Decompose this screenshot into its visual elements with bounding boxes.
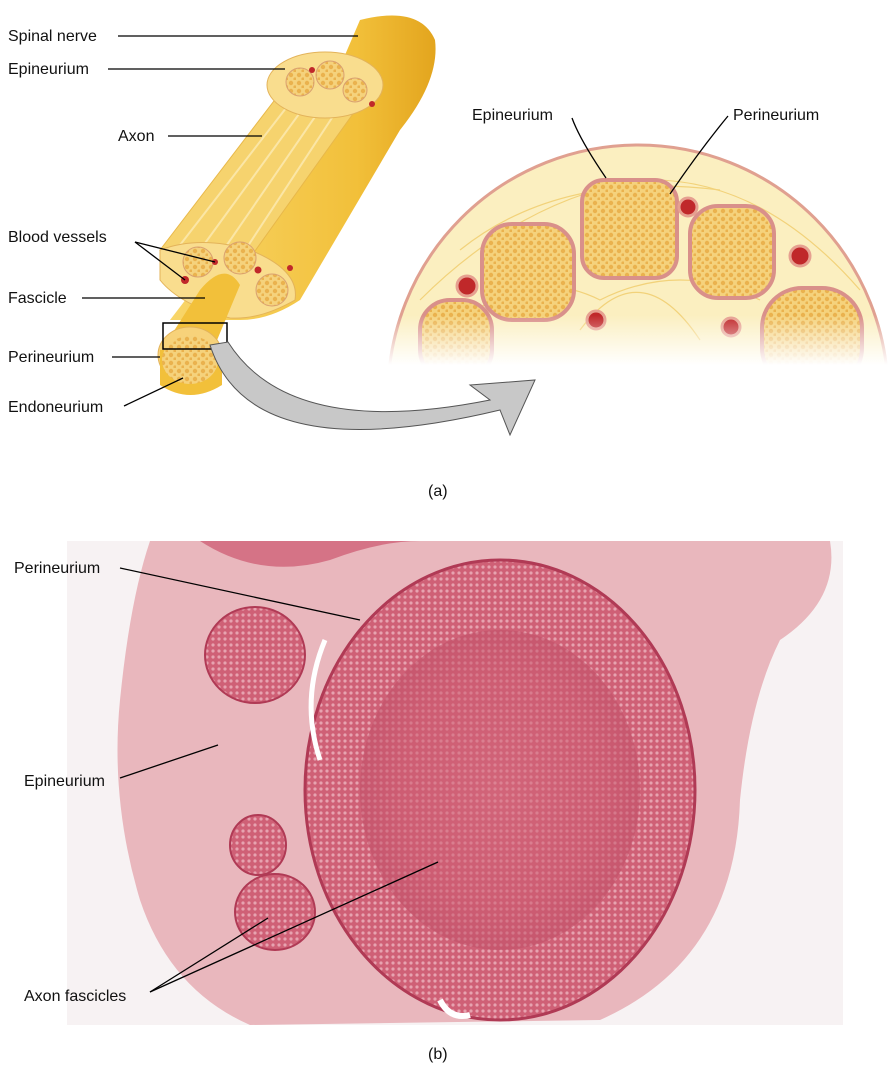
- nerve-micrograph: [67, 541, 843, 1025]
- nerve-cross-section-zoom: [380, 143, 895, 365]
- label-b-epineurium: Epineurium: [24, 773, 105, 790]
- caption-b: (b): [428, 1046, 448, 1063]
- magnify-arrow: [209, 341, 536, 437]
- label-endoneurium: Endoneurium: [8, 399, 103, 416]
- label-axon: Axon: [118, 128, 154, 145]
- label-perineurium: Perineurium: [8, 349, 94, 366]
- label-zoom-epineurium: Epineurium: [472, 107, 553, 124]
- label-fascicle: Fascicle: [8, 290, 67, 307]
- label-epineurium: Epineurium: [8, 61, 89, 78]
- magnified-region-box: [162, 322, 228, 350]
- label-spinal-nerve: Spinal nerve: [8, 28, 97, 45]
- spinal-nerve-illustration: [157, 15, 436, 395]
- panel-a-labels: Spinal nerve Epineurium Axon Blood vesse…: [8, 28, 819, 500]
- caption-a: (a): [428, 483, 448, 500]
- label-zoom-perineurium: Perineurium: [733, 107, 819, 124]
- label-blood-vessels: Blood vessels: [8, 229, 107, 246]
- label-b-axon-fascicles: Axon fascicles: [24, 988, 126, 1005]
- label-b-perineurium: Perineurium: [14, 560, 100, 577]
- panel-b-labels: Perineurium Epineurium Axon fascicles (b…: [14, 560, 448, 1063]
